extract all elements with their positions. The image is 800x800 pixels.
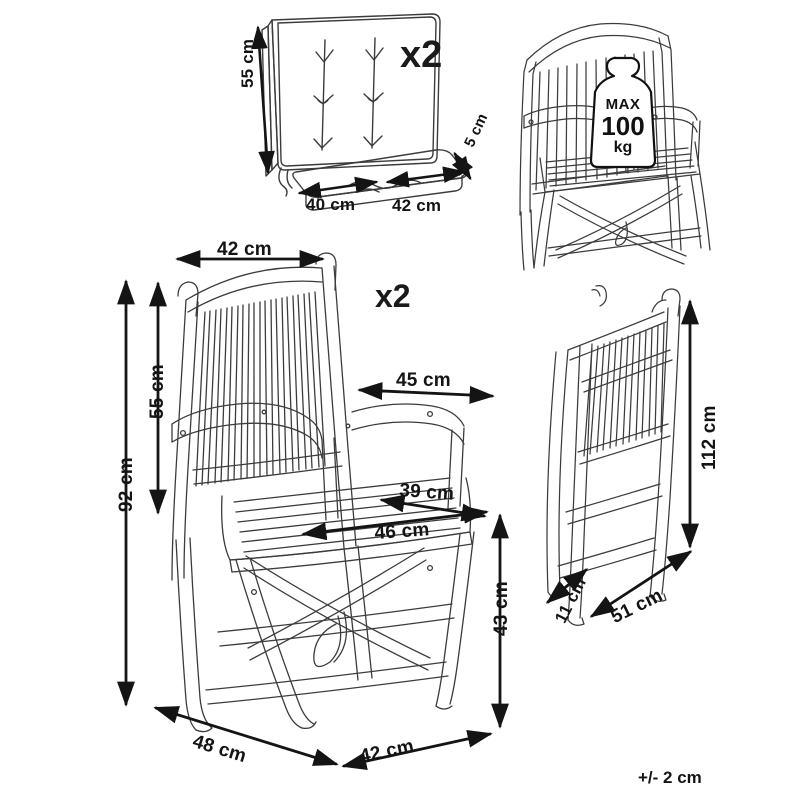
dim-arrow-chair-48 — [153, 706, 339, 766]
max-load-unit: kg — [613, 138, 633, 156]
dim-label-cushion-seat-depth: 40 cm — [306, 195, 356, 214]
chair-folded-drawing — [546, 285, 681, 626]
max-load-weight-icon — [589, 56, 657, 169]
max-load-max-text: MAX — [605, 95, 641, 113]
dim-label-folded-height: 112 cm — [699, 405, 720, 470]
dim-arrow-cushion-40 — [297, 176, 379, 199]
dim-arrow-chair-46 — [301, 505, 489, 541]
dim-arrow-cushion-5 — [451, 151, 474, 181]
dim-arrow-chair-45 — [357, 382, 495, 404]
max-load-value: 100 — [601, 110, 645, 141]
dim-label-chair-armrest-length: 45 cm — [396, 370, 451, 391]
dim-arrow-folded-51 — [589, 550, 693, 618]
tolerance-note: +/- 2 cm — [638, 768, 702, 787]
dim-label-chair-seat-depth: 39 cm — [398, 480, 455, 505]
quantity-label-chair: x2 — [375, 278, 411, 314]
dim-label-chair-backrest-height: 55 cm — [147, 364, 168, 419]
dim-arrow-cushion-55 — [251, 25, 275, 175]
dim-label-cushion-back-height: 55 cm — [238, 38, 257, 88]
dim-label-chair-seat-height: 43 cm — [491, 581, 512, 636]
dim-arrow-cushion-42 — [385, 166, 467, 188]
quantity-label-cushion: x2 — [400, 34, 443, 76]
dim-label-chair-seat-width: 46 cm — [373, 519, 431, 544]
max-load-badge: MAX 100 kg — [591, 88, 655, 164]
dim-label-cushion-seat-width: 42 cm — [392, 196, 442, 215]
dim-label-chair-backrest-width: 42 cm — [217, 239, 272, 260]
dim-arrow-folded-11 — [545, 568, 589, 604]
dim-arrow-chair-42-base — [341, 730, 493, 770]
dim-label-chair-total-height: 92 cm — [116, 457, 137, 512]
